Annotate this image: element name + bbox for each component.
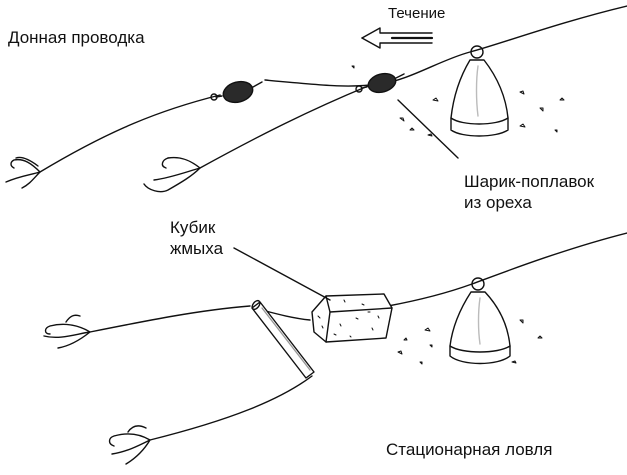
bell-sinker-icon [450, 45, 509, 137]
top-leader-2 [199, 85, 369, 169]
bottom-title: Стационарная ловля [386, 440, 553, 459]
worm-bait-icon [5, 156, 41, 189]
float-label-line1: Шарик-поплавок [464, 172, 595, 191]
nut-float-icon [215, 80, 263, 104]
stick-float-icon [251, 299, 315, 379]
left-arrow-icon [361, 27, 434, 49]
bottom-leader-2 [149, 375, 313, 441]
float-pointer-line [397, 99, 459, 159]
float-label-line2: из ореха [464, 193, 532, 212]
top-title: Донная проводка [8, 28, 145, 47]
current-label: Течение [388, 5, 446, 22]
nut-float-icon [361, 72, 405, 94]
worm-bait-icon [43, 314, 91, 349]
top-leader-1 [39, 94, 221, 173]
bell-sinker-icon [449, 277, 511, 365]
cube-label-line1: Кубик [170, 218, 216, 237]
cube-pointer-line [233, 247, 331, 301]
worm-bait-icon [143, 156, 201, 193]
swivel-icon [355, 85, 363, 93]
cake-cube-icon [311, 293, 393, 343]
bottom-leader-1 [89, 305, 251, 333]
bottom-pebbles [351, 65, 565, 137]
bottom-main-line [387, 232, 627, 307]
top-main-line [264, 5, 627, 87]
cube-label-line2: жмыха [170, 239, 224, 258]
bottom-pebbles [397, 319, 543, 365]
worm-bait-icon [108, 425, 151, 465]
